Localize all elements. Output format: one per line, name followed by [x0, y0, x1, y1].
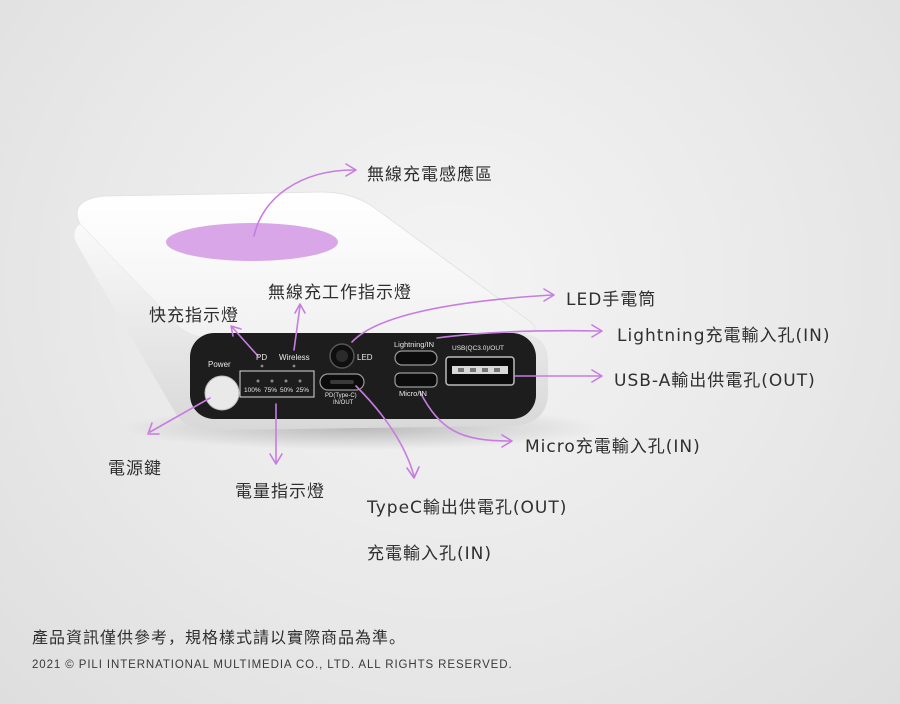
label-fast-charge-indicator: 快充指示燈 [149, 306, 239, 326]
label-battery-indicator: 電量指示燈 [235, 482, 325, 502]
label-wireless-zone: 無線充電感應區 [367, 165, 493, 185]
battery-level-50: 50% [280, 387, 294, 394]
label-usba-out: USB-A輸出供電孔(OUT) [614, 371, 816, 391]
device-typec-text-2: IN/OUT [333, 400, 354, 406]
copyright-text: 2021 © PILI INTERNATIONAL MULTIMEDIA CO.… [32, 659, 513, 671]
disclaimer-note: 產品資訊僅供參考，規格樣式請以實際商品為準。 [32, 628, 407, 647]
callout-arrows [147, 163, 603, 479]
device-wireless-text: Wireless [279, 353, 310, 362]
label-micro-in: Micro充電輸入孔(IN) [525, 437, 701, 457]
battery-indicator-box [239, 370, 315, 398]
device-typec-text-1: PD(Type-C) [325, 393, 357, 399]
label-wireless-indicator: 無線充工作指示燈 [268, 283, 412, 303]
label-lightning-in: Lightning充電輸入孔(IN) [617, 326, 831, 346]
power-button [204, 375, 240, 411]
wireless-charging-pad [166, 223, 338, 261]
battery-level-25: 25% [296, 387, 310, 394]
label-typec-out: TypeC輸出供電孔(OUT) [367, 498, 568, 518]
lightning-port [394, 350, 438, 366]
device-lightning-text: Lightning/IN [394, 340, 435, 349]
battery-level-75: 75% [264, 387, 278, 394]
micro-port [394, 372, 438, 388]
label-power-key: 電源鍵 [108, 459, 162, 479]
device-power-text: Power [208, 360, 231, 369]
battery-level-100: 100% [244, 387, 261, 394]
device-usb-text: USB(QC3.0)/OUT [452, 345, 505, 352]
device-pd-text: PD [256, 353, 268, 362]
label-typec-in: 充電輸入孔(IN) [367, 544, 492, 564]
device-micro-text: Micro/IN [399, 389, 427, 398]
device-led-text: LED [357, 353, 373, 362]
label-led-flashlight: LED手電筒 [566, 290, 657, 310]
